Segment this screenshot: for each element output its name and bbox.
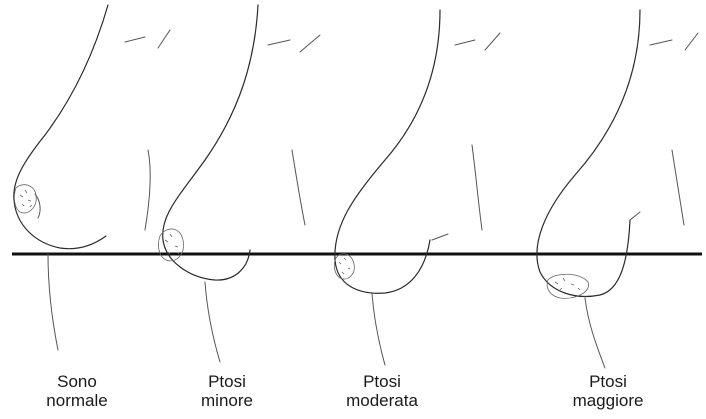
label-normal-line2: normale: [22, 391, 132, 410]
label-minor-line1: Ptosi: [172, 372, 282, 391]
label-minor-line2: minore: [172, 391, 282, 410]
label-minor: Ptosi minore: [172, 372, 282, 410]
breast-profile-major: [537, 10, 698, 368]
label-major-line2: maggiore: [553, 391, 663, 410]
breast-profile-normal: [14, 5, 170, 350]
label-moderate-line1: Ptosi: [327, 372, 437, 391]
label-moderate-line2: moderata: [327, 391, 437, 410]
label-normal: Sono normale: [22, 372, 132, 410]
label-major-line1: Ptosi: [553, 372, 663, 391]
label-moderate: Ptosi moderata: [327, 372, 437, 410]
breast-profile-moderate: [334, 10, 500, 365]
label-major: Ptosi maggiore: [553, 372, 663, 410]
breast-profile-minor: [158, 5, 320, 362]
label-normal-line1: Sono: [22, 372, 132, 391]
